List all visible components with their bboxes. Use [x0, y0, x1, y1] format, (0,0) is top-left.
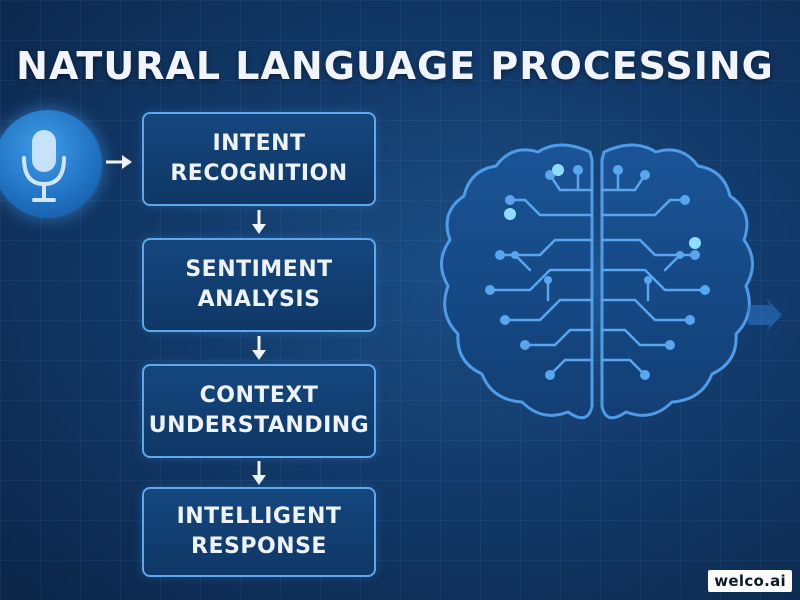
- step-context-understanding: CONTEXT UNDERSTANDING: [142, 364, 376, 458]
- brain-circuit-icon: [430, 135, 782, 445]
- step-label: INTENT RECOGNITION: [170, 131, 348, 186]
- page-title: NATURAL LANGUAGE PROCESSING: [16, 44, 774, 88]
- arrow-down-icon: [252, 336, 266, 360]
- step-label: SENTIMENT ANALYSIS: [185, 257, 333, 312]
- arrow-right-icon: [106, 155, 132, 169]
- step-sentiment-analysis: SENTIMENT ANALYSIS: [142, 238, 376, 332]
- arrow-down-icon: [252, 461, 266, 485]
- step-label: CONTEXT UNDERSTANDING: [148, 383, 370, 438]
- brand-logo: welco.ai: [708, 570, 792, 592]
- step-label: INTELLIGENT RESPONSE: [176, 504, 342, 559]
- arrow-down-icon: [252, 210, 266, 234]
- microphone-icon: [0, 110, 102, 218]
- step-intelligent-response: INTELLIGENT RESPONSE: [142, 487, 376, 577]
- step-intent-recognition: INTENT RECOGNITION: [142, 112, 376, 206]
